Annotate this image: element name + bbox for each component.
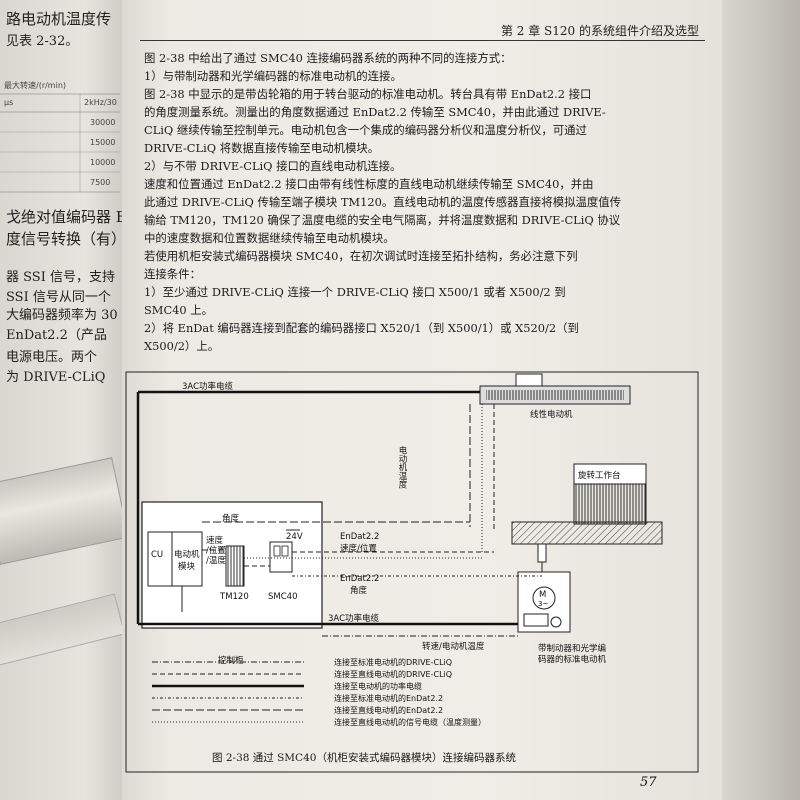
body-line: 中的速度数据和位置数据继续传输至电动机模块。 bbox=[144, 231, 395, 245]
left-page-line: 戈绝对值编码器 Ec bbox=[6, 208, 122, 226]
left-page-line: 电源电压。两个 bbox=[6, 350, 98, 365]
left-table-grid bbox=[0, 93, 120, 193]
power-cable-label: 3AC功率电缆 bbox=[182, 382, 234, 392]
left-page-line: 路电动机温度传 bbox=[6, 10, 112, 28]
angle-label: 角度 bbox=[222, 514, 240, 524]
diagram-lines bbox=[125, 371, 699, 773]
left-page-line: EnDat2.2（产品 bbox=[6, 328, 107, 343]
motor-module-label: 电动机 bbox=[174, 550, 200, 560]
linear-motor-label: 线性电动机 bbox=[530, 410, 573, 420]
temp-label: /温度 bbox=[206, 556, 226, 566]
motor-symbol: M bbox=[539, 590, 547, 600]
body-line: 2）将 EnDat 编码器连接到配套的编码器接口 X520/1（到 X500/1… bbox=[144, 321, 579, 335]
body-line: SMC40 上。 bbox=[144, 303, 214, 317]
body-line: 图 2-38 中显示的是带齿轮箱的用于转台驱动的标准电动机。转台具有带 EnDa… bbox=[144, 87, 592, 101]
body-line: 图 2-38 中给出了通过 SMC40 连接编码器系统的两种不同的连接方式： bbox=[144, 51, 512, 65]
left-page-line: 见表 2-32。 bbox=[6, 34, 79, 49]
body-text: 图 2-38 中给出了通过 SMC40 连接编码器系统的两种不同的连接方式： 1… bbox=[144, 50, 714, 356]
left-page-line: SSI 信号从同一个 bbox=[6, 290, 111, 305]
smc40-label: SMC40 bbox=[268, 592, 298, 602]
legend-item: 连接至直线电动机的EnDat2.2 bbox=[334, 706, 444, 715]
left-table-value: 10000 bbox=[90, 158, 116, 167]
din-rail-image bbox=[0, 593, 122, 669]
legend-item: 连接至直线电动机的DRIVE-CLiQ bbox=[334, 670, 453, 679]
speed-label: 速度 bbox=[206, 536, 224, 546]
legend-item: 连接至标准电动机的EnDat2.2 bbox=[334, 694, 444, 703]
body-line: 连接条件： bbox=[144, 267, 201, 281]
power-cable-bottom-label: 3AC功率电缆 bbox=[328, 614, 380, 624]
left-page-line: 器 SSI 信号，支持 bbox=[6, 270, 115, 285]
body-line: 的角度测量系统。测量出的角度数据通过 EnDat2.2 传输至 SMC40，并由… bbox=[144, 105, 606, 119]
left-table: 最大转速/(r/min) μs 2kHz/30 30000 15000 1000… bbox=[0, 78, 120, 198]
book-page: 第 2 章 S120 的系统组件介绍及选型 图 2-38 中给出了通过 SMC4… bbox=[122, 0, 722, 800]
body-line: 2）与不带 DRIVE-CLiQ 接口的直线电动机连接。 bbox=[144, 159, 402, 173]
endat-speed-label-2: 速度/位置 bbox=[340, 544, 377, 554]
tm120-label: TM120 bbox=[220, 592, 249, 602]
body-line: DRIVE-CLiQ 将数据直接传输至电动机模块。 bbox=[144, 141, 380, 155]
std-motor-label-2: 码器的标准电动机 bbox=[538, 655, 607, 665]
body-line: X500/2）上。 bbox=[144, 339, 220, 353]
v24-label: 24V bbox=[286, 532, 303, 542]
left-table-header: 最大转速/(r/min) bbox=[4, 81, 67, 90]
motor-phase: 3~ bbox=[538, 600, 549, 608]
body-line: 1）至少通过 DRIVE-CLiQ 连接一个 DRIVE-CLiQ 接口 X50… bbox=[144, 285, 566, 299]
left-table-value: 7500 bbox=[90, 178, 111, 187]
endat-angle-label-2: 角度 bbox=[350, 586, 368, 596]
figure-caption: 图 2-38 通过 SMC40（机柜安装式编码器模块）连接编码器系统 bbox=[212, 752, 516, 764]
body-line: 若使用机柜安装式编码器模块 SMC40，在初次调试时连接至拓扑结构，务必注意下列 bbox=[144, 249, 578, 263]
book-edge bbox=[722, 0, 800, 800]
left-table-col1: μs bbox=[4, 98, 14, 107]
speed-temp-label: 转速/电动机温度 bbox=[422, 642, 485, 652]
left-table-value: 15000 bbox=[90, 138, 116, 147]
chapter-title: 第 2 章 S120 的系统组件介绍及选型 bbox=[500, 24, 699, 38]
connection-diagram: 3AC功率电缆 线性电动机 电动机温度 旋转工作台 角度 速度 /位置 /温度 … bbox=[122, 362, 722, 782]
left-page-line: 大编码器频率为 30 bbox=[6, 308, 118, 323]
legend-item: 连接至标准电动机的DRIVE-CLiQ bbox=[334, 658, 453, 667]
page-number: 57 bbox=[640, 775, 657, 790]
body-line: 此通过 DRIVE-CLiQ 传输至端子模块 TM120。直线电动机的温度传感器… bbox=[144, 195, 622, 209]
body-line: CLiQ 继续传输至控制单元。电动机包含一个集成的编码器分析仪和温度分析仪，可通… bbox=[144, 123, 587, 137]
body-line: 速度和位置通过 EnDat2.2 接口由带有线性标度的直线电动机继续传输至 SM… bbox=[144, 177, 594, 191]
left-page-line: 度信号转换（有） bbox=[6, 230, 122, 248]
endat-speed-label: EnDat2.2 bbox=[340, 532, 380, 542]
motor-module-label-2: 模块 bbox=[178, 562, 196, 572]
body-line: 输给 TM120，TM120 确保了温度电缆的安全电气隔离，并将温度数据和 DR… bbox=[144, 213, 621, 227]
left-table-col2: 2kHz/30 bbox=[84, 98, 117, 107]
left-table-value: 30000 bbox=[90, 118, 116, 127]
rotary-table-label: 旋转工作台 bbox=[578, 471, 621, 481]
motor-temp-label: 电动机温度 bbox=[397, 446, 407, 489]
legend-item: 连接至电动机的功率电缆 bbox=[334, 682, 422, 691]
cu-label: CU bbox=[151, 550, 164, 560]
legend-item: 连接至直线电动机的信号电缆（温度测量） bbox=[334, 718, 486, 727]
running-header: 第 2 章 S120 的系统组件介绍及选型 bbox=[140, 12, 705, 41]
cabinet-label: 控制柜 bbox=[218, 656, 244, 666]
body-line: 1）与带制动器和光学编码器的标准电动机的连接。 bbox=[144, 69, 402, 83]
endat-angle-label: EnDat2.2 bbox=[340, 574, 380, 584]
std-motor-label: 带制动器和光学编 bbox=[538, 644, 607, 654]
left-page-line: 为 DRIVE-CLiQ bbox=[6, 370, 106, 385]
position-label: /位置 bbox=[206, 546, 226, 556]
din-rail-image bbox=[0, 457, 122, 565]
